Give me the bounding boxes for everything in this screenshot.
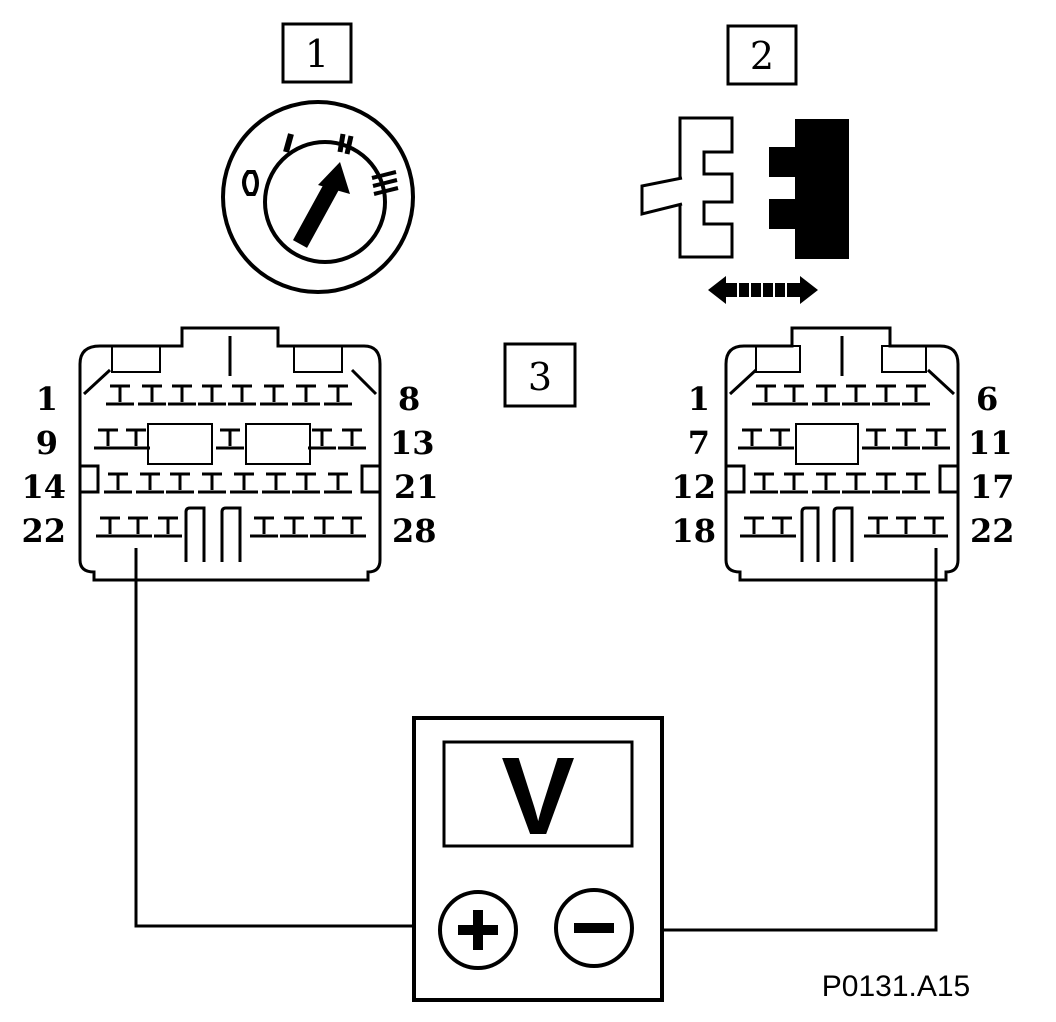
meter-display: V — [501, 735, 574, 858]
connector-right-row1-start: 1 — [688, 380, 710, 418]
pin-left-r2-1 — [94, 428, 122, 450]
connector-left-row3-end: 21 — [394, 468, 439, 506]
pin-right-r1-2 — [780, 384, 808, 406]
callout-2: 2 — [726, 24, 798, 86]
pin-right-r3-4 — [842, 472, 870, 494]
pin-left-r3-1 — [104, 472, 132, 494]
connector-right-row4-start: 18 — [671, 512, 716, 550]
pin-left-r4-2 — [124, 516, 152, 538]
pin-right-r1-5 — [872, 384, 900, 406]
negative-lead-wire — [632, 548, 938, 932]
ignition-switch-icon — [221, 100, 415, 294]
connector-left-row4-end: 28 — [392, 512, 437, 550]
pin-left-r3-5 — [230, 472, 258, 494]
pin-right-r3-5 — [872, 472, 900, 494]
connector-left-row2-start: 9 — [36, 424, 58, 462]
callout-3-label: 3 — [528, 355, 552, 399]
positive-terminal — [438, 890, 518, 970]
pin-right-r1-6 — [902, 384, 930, 406]
pin-left-r1-3 — [168, 384, 196, 406]
pin-left-r4-5 — [280, 516, 308, 538]
pin-left-r1-8 — [324, 384, 352, 406]
connector-left-row4-start: 22 — [21, 512, 66, 550]
pin-left-r3-2 — [136, 472, 164, 494]
pin-left-r1-6 — [260, 384, 288, 406]
pin-left-r2-4 — [308, 428, 336, 450]
connector-right-pins — [738, 384, 950, 538]
pin-left-r2-5 — [338, 428, 366, 450]
pin-left-r1-5 — [228, 384, 256, 406]
pin-left-r3-4 — [198, 472, 226, 494]
pin-left-r1-2 — [138, 384, 166, 406]
pin-right-r4-1 — [740, 516, 768, 538]
pin-left-r4-3 — [154, 516, 182, 538]
connector-right-row3-start: 12 — [671, 468, 716, 506]
callout-1-label: 1 — [305, 32, 329, 76]
pin-right-r4-3 — [864, 516, 892, 538]
negative-terminal — [554, 888, 634, 968]
connector-left-row1-start: 1 — [36, 380, 58, 418]
connector-right-row2-start: 7 — [688, 424, 710, 462]
connector-left — [78, 326, 382, 582]
connector-right — [724, 326, 960, 582]
pin-right-r1-1 — [752, 384, 780, 406]
double-arrow-icon — [708, 276, 818, 304]
pin-right-r2-1 — [738, 428, 766, 450]
pin-right-r3-6 — [902, 472, 930, 494]
connector-right-row2-end: 11 — [968, 424, 1013, 462]
pin-right-r3-1 — [750, 472, 778, 494]
connector-left-pins — [94, 384, 366, 538]
connector-left-row1-end: 8 — [398, 380, 420, 418]
pin-left-r3-3 — [166, 472, 194, 494]
pin-right-r4-5 — [920, 516, 948, 538]
pin-left-r3-6 — [262, 472, 290, 494]
pin-right-r4-4 — [892, 516, 920, 538]
pin-right-r3-3 — [812, 472, 840, 494]
pin-left-r4-6 — [310, 516, 338, 538]
pin-left-r2-3 — [216, 428, 244, 450]
callout-3: 3 — [503, 342, 577, 408]
pin-left-r4-4 — [250, 516, 278, 538]
pin-right-r2-5 — [922, 428, 950, 450]
pin-left-r4-7 — [338, 516, 366, 538]
callout-2-label: 2 — [750, 34, 774, 78]
pin-left-r2-2 — [122, 428, 150, 450]
connector-right-row3-end: 17 — [970, 468, 1015, 506]
pin-right-r2-2 — [766, 428, 794, 450]
pin-right-r3-2 — [780, 472, 808, 494]
pin-right-r2-4 — [892, 428, 920, 450]
pin-left-r1-1 — [106, 384, 134, 406]
pin-left-r1-4 — [198, 384, 226, 406]
pin-left-r3-8 — [324, 472, 352, 494]
positive-lead-wire — [134, 548, 440, 928]
pin-left-r4-1 — [96, 516, 124, 538]
voltmeter-icon: V — [412, 716, 664, 1002]
pin-right-r4-2 — [768, 516, 796, 538]
connector-left-row2-end: 13 — [390, 424, 435, 462]
connector-right-row1-end: 6 — [976, 380, 998, 418]
connector-separation-icon — [640, 116, 849, 259]
connector-left-row3-start: 14 — [21, 468, 66, 506]
pin-left-r3-7 — [292, 472, 320, 494]
pin-right-r2-3 — [862, 428, 890, 450]
connector-right-row4-end: 22 — [970, 512, 1015, 550]
figure-code: P0131.A15 — [822, 970, 970, 1003]
pin-left-r1-7 — [292, 384, 320, 406]
pin-right-r1-3 — [812, 384, 840, 406]
pin-right-r1-4 — [842, 384, 870, 406]
callout-1: 1 — [281, 22, 353, 84]
